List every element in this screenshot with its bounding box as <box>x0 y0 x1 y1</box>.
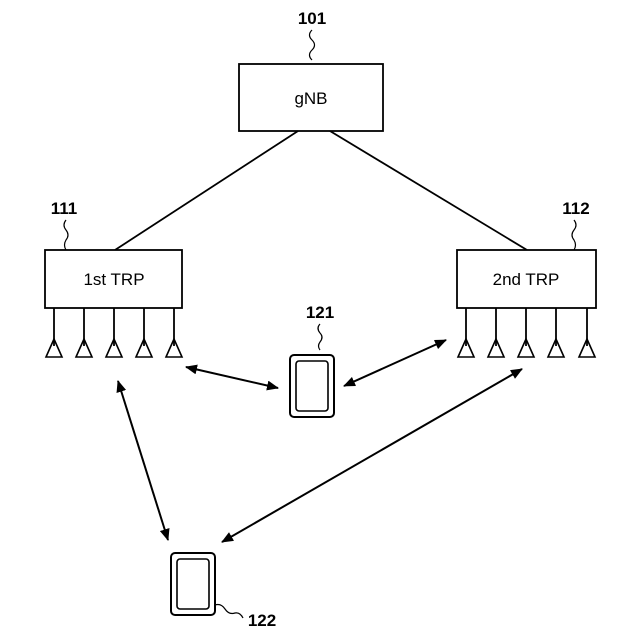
trp2-node: 2nd TRP <box>457 250 596 308</box>
link-gnb-trp2 <box>330 131 527 250</box>
trp2-antenna-1 <box>458 308 474 357</box>
trp1-antenna-1 <box>46 308 62 357</box>
arrow-ue2-trp2 <box>222 369 522 542</box>
trp1-label: 1st TRP <box>83 270 144 289</box>
ue1-ref-leader <box>318 324 322 350</box>
trp2-antenna-array <box>458 308 595 357</box>
trp2-antenna-4 <box>548 308 564 357</box>
trp1-ref-leader <box>64 220 68 250</box>
gnb-label: gNB <box>294 89 327 108</box>
gnb-ref-number: 101 <box>298 9 326 28</box>
gnb-ref-leader <box>310 30 315 60</box>
arrow-trp1-ue1 <box>186 367 278 388</box>
trp1-ref-number: 111 <box>51 199 78 218</box>
trp2-antenna-3 <box>518 308 534 357</box>
trp1-antenna-array <box>46 308 182 357</box>
trp1-node: 1st TRP <box>45 250 182 308</box>
link-gnb-trp1 <box>115 131 298 250</box>
ue2-ref-number: 122 <box>248 611 276 630</box>
trp2-antenna-5 <box>579 308 595 357</box>
trp1-antenna-4 <box>136 308 152 357</box>
trp1-antenna-5 <box>166 308 182 357</box>
arrow-trp1-ue2 <box>118 381 168 540</box>
gnb-node: gNB <box>239 64 383 131</box>
trp2-antenna-2 <box>488 308 504 357</box>
trp1-antenna-2 <box>76 308 92 357</box>
ue2-ref-leader <box>215 605 243 619</box>
trp2-ref-number: 112 <box>562 199 589 218</box>
trp2-ref-leader <box>572 220 576 250</box>
ue1-device <box>290 355 334 417</box>
trp2-label: 2nd TRP <box>493 270 560 289</box>
arrow-ue1-trp2 <box>344 340 446 386</box>
trp1-antenna-3 <box>106 308 122 357</box>
ue1-ref-number: 121 <box>306 303 334 322</box>
ue2-device <box>171 553 215 615</box>
